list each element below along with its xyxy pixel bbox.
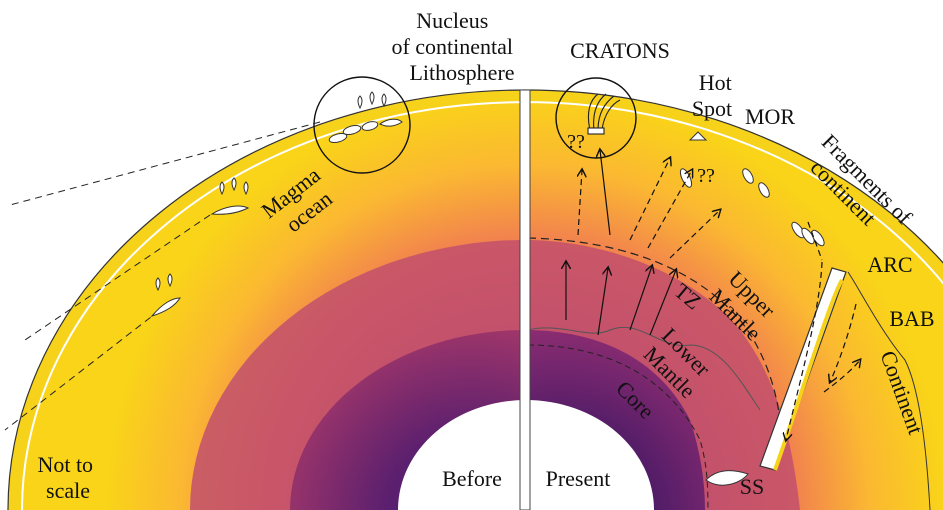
mor-label: MOR xyxy=(745,104,795,129)
ss-label: SS xyxy=(740,474,764,499)
present-label: Present xyxy=(546,466,611,491)
continent-fragments-icon xyxy=(679,168,825,247)
arc-label: ARC xyxy=(867,252,912,277)
craton-keel-icon xyxy=(587,93,621,135)
hotspot-question-label: ?? xyxy=(697,165,715,187)
mantle-flow-arrows xyxy=(566,150,860,440)
before-label: Before xyxy=(442,466,502,491)
craton-circle xyxy=(555,77,637,159)
slab-stagnation-icon xyxy=(705,470,749,486)
transition-zone-line xyxy=(527,237,781,421)
nucleus-circle xyxy=(313,76,411,174)
sight-lines xyxy=(4,121,321,431)
nucleus-label: Nucleus of continental Lithosphere xyxy=(391,8,518,85)
hot-spot-marker-icon xyxy=(688,131,708,141)
lower-mantle-top-line xyxy=(527,326,761,411)
earth-body xyxy=(7,89,943,510)
not-to-scale-label: Not to scale xyxy=(37,452,98,503)
hot-spot-label: Hot Spot xyxy=(692,70,737,121)
subducting-slab xyxy=(759,267,931,510)
before-present-divider xyxy=(519,89,531,510)
right-boundaries xyxy=(527,237,781,510)
craton-question-label: ?? xyxy=(567,131,585,153)
magma-drops-icon xyxy=(150,91,387,317)
bab-label: BAB xyxy=(889,306,934,331)
nucleus-crystals-icon xyxy=(328,118,403,144)
cratons-label: CRATONS xyxy=(570,38,670,63)
core-boundary-line xyxy=(527,344,709,510)
